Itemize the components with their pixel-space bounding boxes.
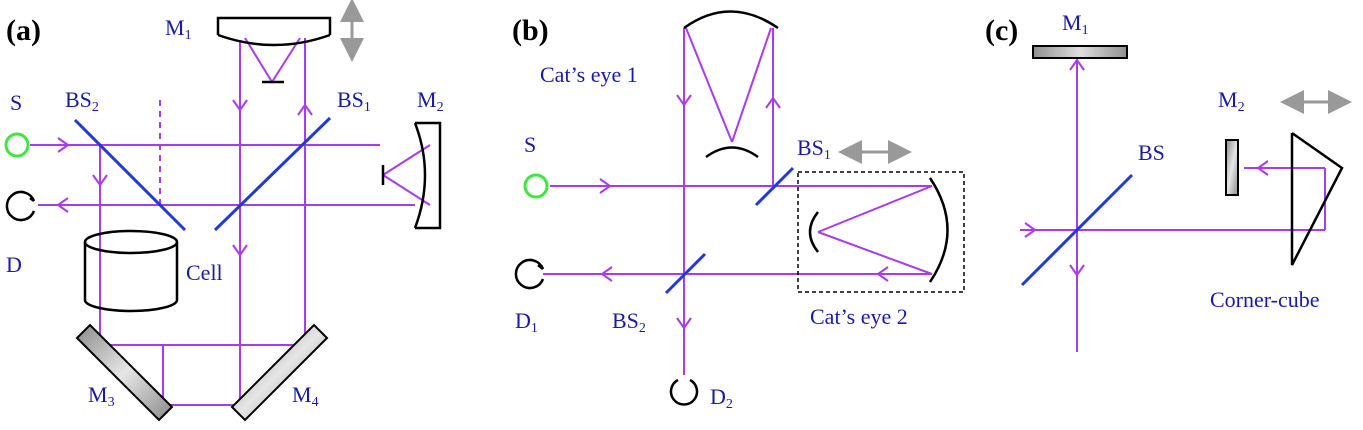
panel-b-label: (b) (512, 14, 549, 47)
label-m1-c: M1 (1062, 10, 1089, 38)
gas-cell (83, 229, 179, 313)
source-s-icon (4, 132, 30, 158)
cats-eye-2 (797, 171, 965, 293)
cats-eye-1 (683, 10, 779, 159)
label-bs2-b: BS2 (612, 308, 646, 336)
beam-splitter-bs2-b (664, 252, 707, 295)
panel-c-label: (c) (985, 14, 1018, 47)
panel-a: (a) (4, 0, 444, 422)
label-bs2: BS2 (65, 87, 99, 115)
beam-splitter-bs2 (73, 118, 187, 232)
mirror-m2 (381, 121, 442, 230)
source-s-b-icon (523, 173, 549, 199)
beam-splitter-bs-c (1020, 173, 1134, 287)
mirror-m1 (216, 16, 332, 84)
mirror-m2-c (1225, 139, 1239, 196)
label-m3: M3 (88, 382, 115, 410)
mirror-m3 (75, 323, 174, 422)
panel-c: (c) M1 M2 BS Corner-cube (985, 10, 1352, 352)
label-s: S (10, 90, 22, 115)
label-d1: D1 (515, 308, 538, 336)
label-m2-c: M2 (1218, 87, 1245, 115)
label-m1: M1 (165, 15, 192, 43)
label-corner-cube: Corner-cube (1210, 287, 1320, 312)
detector-d2-icon (669, 378, 699, 406)
label-m2: M2 (417, 87, 444, 115)
label-bs-c: BS (1138, 140, 1165, 165)
label-cell: Cell (186, 260, 223, 285)
label-cats-eye-2: Cat’s eye 2 (810, 304, 908, 329)
corner-cube (1290, 131, 1344, 266)
panel-a-label: (a) (6, 14, 41, 47)
label-m4: M4 (292, 382, 319, 410)
label-s-b: S (524, 132, 536, 157)
label-bs1-b: BS1 (797, 135, 831, 163)
beam-splitter-bs1-b (754, 166, 795, 207)
detector-d-icon (5, 190, 36, 222)
label-bs1: BS1 (337, 87, 371, 115)
mirror-m1-c (1032, 45, 1128, 59)
panel-b: (b) (512, 10, 965, 412)
label-cats-eye-1: Cat’s eye 1 (540, 62, 638, 87)
detector-d1-icon (514, 258, 545, 290)
panel-b-beams (543, 27, 933, 375)
beam-splitter-bs1 (213, 116, 332, 232)
label-d2: D2 (710, 384, 733, 412)
label-d: D (6, 252, 22, 277)
mirror-m4 (230, 323, 329, 422)
